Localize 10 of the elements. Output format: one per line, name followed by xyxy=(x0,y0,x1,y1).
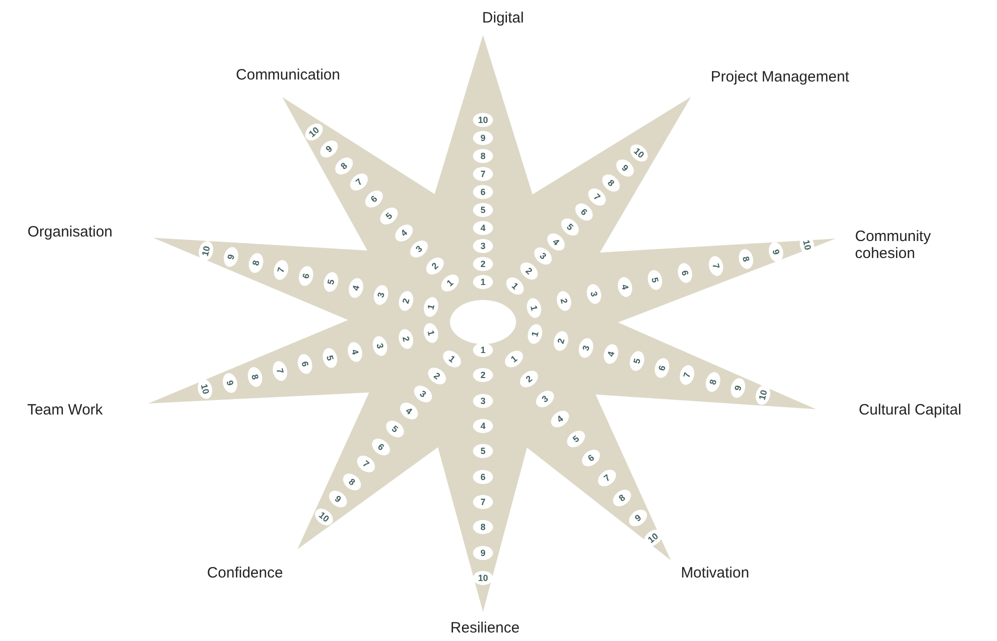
arm-label: Project Management xyxy=(710,68,850,86)
arm-label: Community cohesion xyxy=(855,228,932,262)
arm-label: Communication xyxy=(236,66,340,84)
arm-label: Resilience xyxy=(450,620,520,636)
arm-label: Digital xyxy=(482,10,524,26)
arm-label: Team Work xyxy=(27,402,103,418)
arm-label: Confidence xyxy=(207,564,283,582)
arm-label: Motivation xyxy=(680,564,750,582)
arm-label: Cultural Capital xyxy=(858,402,962,418)
arm-label: Organisation xyxy=(27,224,113,240)
